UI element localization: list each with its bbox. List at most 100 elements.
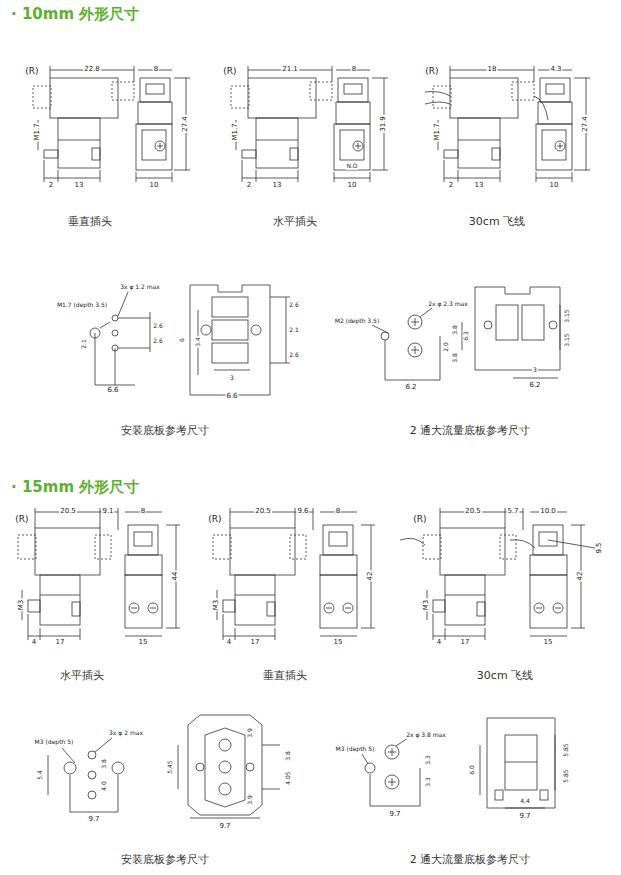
dimension-label: 3.9 — [247, 794, 254, 806]
dimension-label: 31.9 — [380, 115, 388, 133]
dimension-label: (R) — [24, 67, 39, 77]
dimension-label: 17 — [460, 639, 471, 647]
dimension-label: 2.1 — [288, 327, 300, 334]
dimension-label: 2.6 — [288, 352, 300, 359]
dimension-label: 5.4 — [37, 769, 44, 781]
dimension-label: 2 — [246, 182, 252, 190]
figure-caption: 垂直插头 — [262, 670, 308, 682]
dimension-label: 2.6 — [152, 338, 164, 345]
dimension-label: 10.0 — [539, 508, 557, 516]
dimension-label: 6.0 — [469, 764, 476, 776]
dimension-label: 6.3 — [463, 330, 470, 342]
dimension-label: 2.6 — [152, 323, 164, 330]
dimension-label: 15 — [543, 639, 554, 647]
dimension-label: 3.8 — [285, 750, 292, 762]
dimension-label: M3 — [423, 599, 431, 612]
dimension-label: 5.7 — [506, 508, 519, 516]
dimension-label: 20.5 — [254, 508, 272, 516]
dimension-label: 3.15 — [564, 332, 571, 347]
dimension-label: 4.0 — [101, 780, 108, 792]
dimension-label: 27.4 — [182, 115, 190, 133]
dimension-label: M1.7 (depth 3.5) — [56, 302, 108, 309]
dimension-label: 6 — [179, 337, 186, 343]
dimension-label: M3 — [213, 599, 221, 612]
dimension-label: 15 — [333, 639, 344, 647]
dimension-label: 2 — [448, 182, 454, 190]
dimension-label: 15 — [138, 639, 149, 647]
dimension-label: 3 — [532, 367, 538, 374]
dimension-label: 9.7 — [388, 811, 401, 819]
dimension-label: M3 — [18, 599, 26, 612]
dimension-label: 6.6 — [106, 387, 119, 395]
dimension-label: 10 — [149, 182, 160, 190]
dimension-label: 5.85 — [563, 768, 570, 783]
dimension-label: 4 — [226, 639, 232, 647]
dimension-label: 3x φ 2 max — [108, 730, 144, 737]
dimension-label: M1.7 — [34, 122, 42, 141]
dimension-label: (R) — [222, 67, 237, 77]
figure-caption: 2 通大流量底板参考尺寸 — [409, 425, 532, 437]
dimension-label: 3.15 — [564, 308, 571, 323]
dimension-label: 9.1 — [101, 508, 114, 516]
dimension-label: 9.5 — [596, 541, 604, 554]
figure-caption: 水平插头 — [59, 670, 105, 682]
dimension-label: (R) — [424, 67, 439, 77]
figure-caption: 垂直插头 — [67, 216, 113, 228]
dimension-label: 4 — [436, 639, 442, 647]
dimension-label: (R) — [14, 515, 29, 525]
dimension-label: 9.7 — [218, 823, 231, 831]
section-heading: · 15mm 外形尺寸 — [10, 479, 140, 496]
dimension-label: 42 — [577, 571, 585, 582]
dimension-label: 20.5 — [59, 508, 77, 516]
dimension-label: 2.6 — [288, 302, 300, 309]
dimension-label: M2 (depth 3.5) — [334, 318, 381, 325]
dimension-label: 9.7 — [87, 816, 100, 824]
dimension-label: 3x φ 1.2 max — [119, 284, 161, 291]
dimension-label: 2x φ 2.3 max — [427, 301, 469, 308]
dimension-label: 42 — [367, 571, 375, 582]
dimension-label: 27.4 — [582, 115, 590, 133]
dimension-label: (R) — [412, 515, 427, 525]
figure-caption: 2 通大流量底板参考尺寸 — [409, 854, 532, 866]
dimension-label: 2.1 — [81, 338, 88, 350]
dimension-label: 2 — [48, 182, 54, 190]
dimension-label: M1.7 — [232, 122, 240, 141]
dimension-label: 13 — [74, 182, 85, 190]
dimension-label: 4.05 — [285, 770, 292, 785]
dimension-label: N.O — [345, 163, 358, 170]
dimension-label: 3.8 — [101, 758, 108, 770]
figure-caption: 30cm 飞线 — [468, 216, 526, 228]
dimension-label: 8 — [351, 66, 357, 74]
dimension-label: 6.6 — [225, 393, 238, 401]
dimension-label: 17 — [250, 639, 261, 647]
dimension-label: 3.3 — [425, 754, 432, 766]
dimension-label: 3.8 — [452, 352, 459, 364]
dimension-label: 17 — [55, 639, 66, 647]
dimension-label: 4 — [31, 639, 37, 647]
dimension-label: 10 — [549, 182, 560, 190]
dimension-label: 5.45 — [167, 759, 174, 774]
dimension-label: M3 (depth 5) — [34, 739, 75, 746]
dimension-label: 9.7 — [518, 813, 531, 821]
dimension-label: 21.1 — [281, 66, 299, 74]
dimension-label: M3 (depth 5) — [335, 746, 376, 753]
dimension-label: 6.2 — [404, 384, 417, 392]
dimension-label: 20.5 — [464, 508, 482, 516]
dimension-label: 2.0 — [443, 341, 450, 353]
dimension-label: (R) — [207, 515, 222, 525]
figure-caption: 30cm 飞线 — [476, 670, 534, 682]
dimension-label: 8 — [140, 508, 146, 516]
dimension-label: 44 — [172, 571, 180, 582]
dimension-label: 10 — [347, 182, 358, 190]
dimension-label: 13 — [272, 182, 283, 190]
dimension-label: M1.7 — [434, 122, 442, 141]
dimension-label: 4.4 — [519, 798, 531, 805]
dimension-label: 3.8 — [452, 324, 459, 336]
dimension-label: 4.3 — [549, 66, 562, 74]
dimension-label: 18 — [487, 66, 498, 74]
dimension-label: 8 — [153, 66, 159, 74]
dimension-label: 3 — [229, 375, 235, 382]
dimension-label: 22.8 — [83, 66, 101, 74]
